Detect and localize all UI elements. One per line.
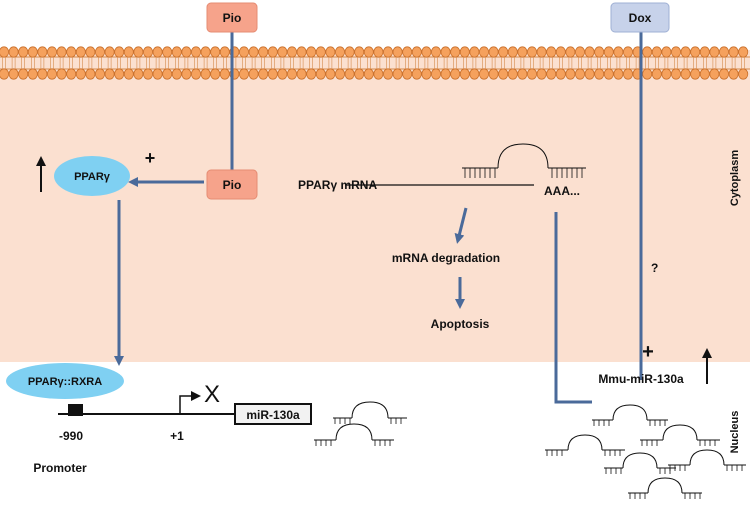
hairpin-icon: [333, 401, 407, 424]
mir-plus: +: [642, 341, 654, 363]
block-x: X: [204, 381, 220, 408]
hairpin-icon: [604, 452, 676, 474]
nucleus-side-label: Nucleus: [729, 411, 741, 454]
mir130a-gene-label: miR-130a: [246, 408, 300, 422]
mir-to-mrna-line: [554, 212, 592, 404]
pio-top-box: [206, 2, 258, 33]
cytoplasm-region: [0, 75, 750, 362]
pio-mid-box: [206, 169, 258, 200]
mirna-hairpins: [314, 401, 746, 499]
hairpin-icon: [628, 477, 702, 499]
hairpin-icon: [640, 424, 720, 446]
pparg-mrna-label: PPARγ mRNA: [298, 178, 377, 192]
tss-bent-arrow-icon: [179, 391, 201, 414]
apoptosis-label: Apoptosis: [431, 317, 490, 331]
to-degradation-arrow: [454, 207, 468, 244]
pparg-rxra-oval: [6, 363, 124, 399]
pio-top-label: Pio: [223, 11, 242, 25]
promoter-label: Promoter: [33, 461, 87, 475]
hairpin-icon: [314, 423, 394, 446]
pparg-rxra-label: PPARγ::RXRA: [28, 376, 102, 388]
pparg-plus: +: [145, 148, 156, 168]
mrna-degradation-label: mRNA degradation: [392, 251, 500, 265]
mir130a-gene-box: [234, 403, 312, 425]
hairpin-icon: [545, 434, 625, 456]
pio-mid-label: Pio: [223, 178, 242, 192]
promoter-box-icon: [68, 404, 83, 416]
cytoplasm-side-label: Cytoplasm: [729, 150, 741, 206]
tss-position: +1: [170, 429, 184, 443]
dox-label: Dox: [629, 11, 652, 25]
hairpin-icon: [668, 449, 746, 471]
bound-mirna-hairpin: [462, 143, 586, 178]
promoter-position: -990: [59, 429, 83, 443]
pparg-oval: [54, 156, 130, 196]
mmu-mir130a-label: Mmu-miR-130a: [598, 372, 684, 386]
dox-box: [610, 2, 670, 33]
cell-membrane: [0, 46, 750, 80]
polya-label: AAA...: [544, 184, 580, 198]
question-mark: ?: [651, 261, 658, 275]
pparg-label: PPARγ: [74, 171, 111, 183]
hairpin-icon: [592, 404, 668, 426]
